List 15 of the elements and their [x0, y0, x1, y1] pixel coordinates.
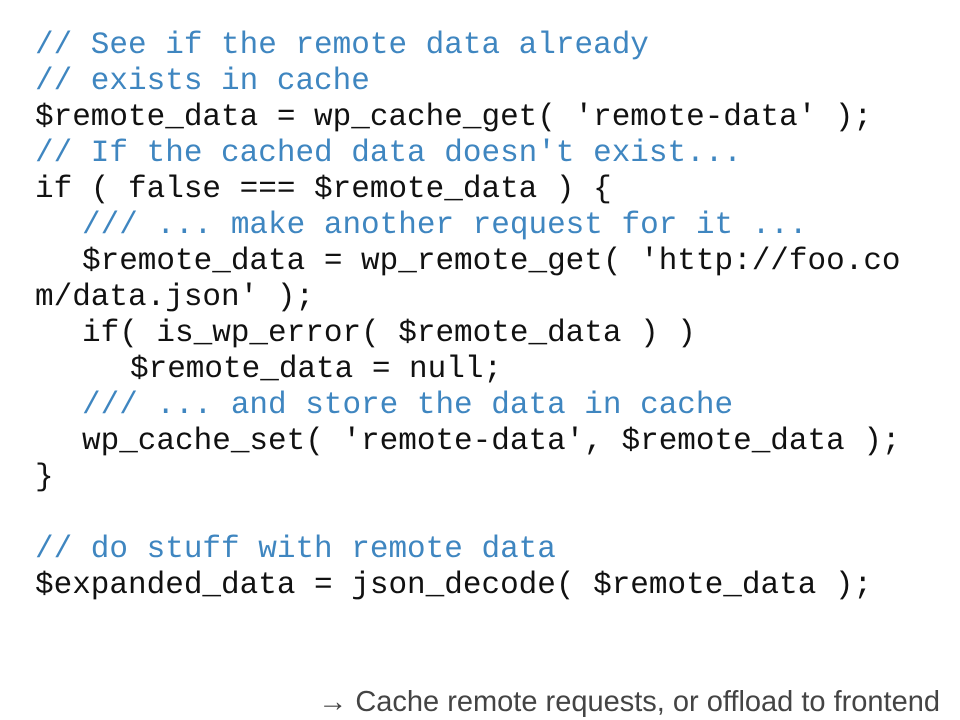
code-comment: /// ... make another request for it ... — [82, 208, 808, 244]
caption-text: → Cache remote requests, or offload to frontend — [318, 686, 940, 719]
code-line: if( is_wp_error( $remote_data ) ) — [82, 316, 696, 352]
code-line: $expanded_data = json_decode( $remote_data ); — [35, 568, 872, 604]
code-comment: /// ... and store the data in cache — [82, 388, 734, 424]
code-line: wp_cache_set( 'remote-data', $remote_data ); — [82, 424, 901, 460]
code-line: } — [35, 460, 54, 496]
code-comment: // If the cached data doesn't exist... — [35, 136, 742, 172]
code-line: $remote_data = wp_cache_get( 'remote-data' ); — [35, 100, 872, 136]
code-comment: // exists in cache — [35, 64, 370, 100]
code-comment: // See if the remote data already — [35, 28, 649, 64]
code-line: $remote_data = wp_remote_get( 'http://foo.com/data.json' ); — [35, 244, 902, 316]
code-line: if ( false === $remote_data ) { — [35, 172, 612, 208]
code-line: $remote_data = null; — [130, 352, 502, 388]
code-comment: // do stuff with remote data — [35, 532, 556, 568]
